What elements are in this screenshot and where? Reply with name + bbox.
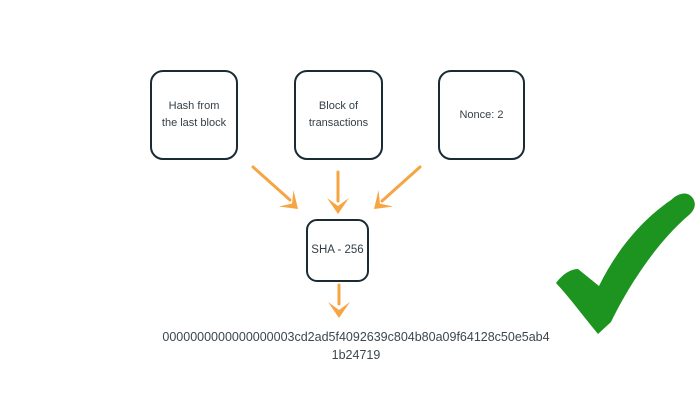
arrow-right-to-sha-icon	[374, 165, 422, 209]
arrow-sha-to-output-icon	[328, 283, 350, 318]
box-label-line: transactions	[308, 117, 369, 129]
output-hash-line1: 0000000000000000003cd2ad5f4092639c804b80…	[162, 330, 550, 344]
output-hash-value: 0000000000000000003cd2ad5f4092639c804b80…	[136, 328, 576, 364]
box-hash-from-last-block: Hash from the last block	[150, 70, 238, 160]
box-label-line: the last block	[161, 117, 227, 129]
arrow-middle-to-sha-icon	[327, 170, 349, 214]
box-label-line: Block of	[318, 100, 359, 112]
arrow-left-to-sha-icon	[251, 165, 298, 209]
green-checkmark-icon	[556, 193, 695, 334]
box-block-of-transactions: Block of transactions	[294, 70, 383, 160]
output-hash-line2: 1b24719	[331, 348, 381, 362]
box-label-line: Nonce: 2	[459, 108, 504, 121]
box-label-line: Hash from	[168, 100, 220, 112]
box-nonce: Nonce: 2	[438, 70, 525, 160]
box-label-line: SHA - 256	[311, 244, 364, 256]
box-sha-256: SHA - 256	[306, 219, 369, 282]
